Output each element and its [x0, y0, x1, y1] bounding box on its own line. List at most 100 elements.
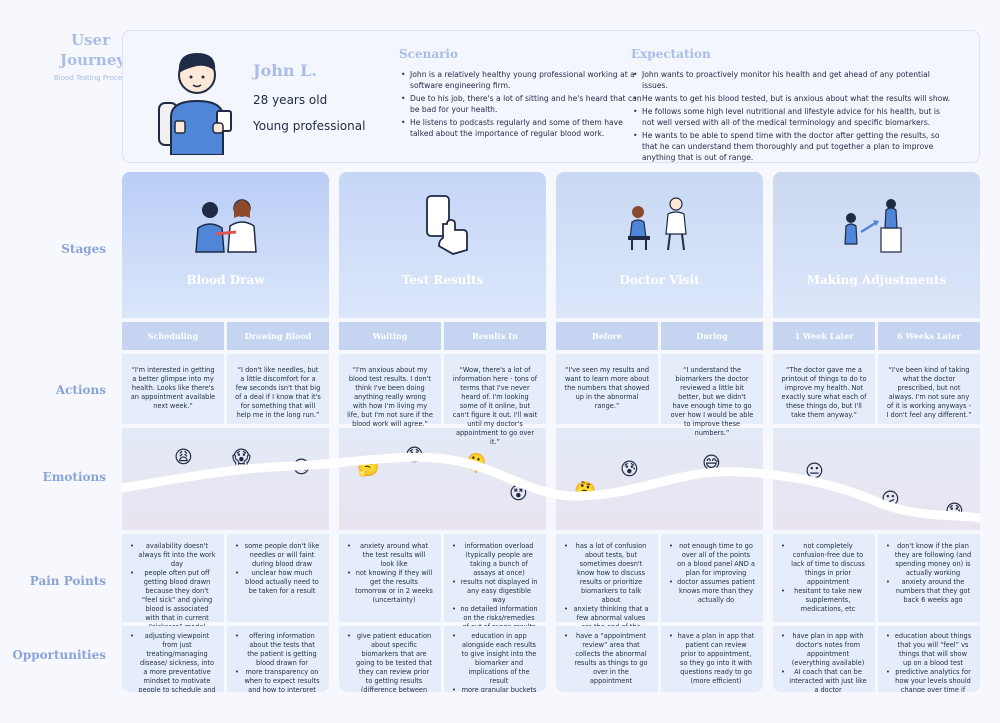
opportunity-item: give patient education about specific bi… [347, 632, 433, 692]
emotion-emoji-icon: 😵 [509, 483, 528, 504]
opportunity-item: education about things that you will “fe… [886, 632, 972, 668]
substage-label: 1 Week Later [773, 322, 875, 350]
pain-points-cell: information overload (typically people a… [444, 534, 546, 631]
opportunities-cell: give patient education about specific bi… [339, 626, 441, 692]
opportunities-cell: have a plan in app that patient can revi… [661, 626, 763, 692]
opportunity-item: adjusting viewpoint from just treating/m… [130, 632, 216, 692]
pain-point-item: not completely confusion-free due to lac… [781, 542, 867, 587]
opportunity-item: AI coach that can be interacted with jus… [781, 668, 867, 692]
emotion-emoji-icon: 🤔 [357, 457, 380, 478]
row-label-actions: Actions [55, 383, 106, 397]
pain-point-item: unclear how much blood actually need to … [235, 569, 321, 596]
expectation-item: He follows some high level nutritional a… [633, 106, 953, 128]
title-line-1: User [71, 31, 110, 49]
stage-header: Test Results [339, 172, 546, 318]
emotion-emoji-icon: 😩 [174, 447, 193, 468]
expectation-item: He wants to be able to spend time with t… [633, 130, 953, 163]
pain-point-item: not knowing if they will get the results… [347, 569, 433, 605]
expectation-item: John wants to proactively monitor his he… [633, 69, 953, 91]
phone-tap-icon [413, 194, 473, 260]
pain-point-item: hesitant to take new supplements, medica… [781, 587, 867, 614]
emotion-emoji-icon: 😅 [702, 453, 721, 474]
stage-header: Blood Draw [122, 172, 329, 318]
doctor-visit-icon [620, 194, 700, 258]
row-label-opportunities: Opportunities [12, 648, 106, 662]
emotion-emoji-icon: 😕 [881, 489, 900, 510]
emotion-emoji-icon: 🫠 [465, 453, 488, 474]
emotion-emoji-icon: 😥 [292, 457, 311, 478]
emotion-emoji-icon: 🤔 [574, 481, 597, 502]
title-line-2: Journey [60, 51, 126, 69]
progress-icon [837, 194, 917, 258]
persona-role: Young professional [253, 119, 366, 133]
scenario-item: Due to his job, there's a lot of sitting… [401, 93, 643, 115]
title-subtitle: Blood Testing Process [54, 74, 130, 82]
substage-label: Drawing Blood [227, 322, 329, 350]
blood-draw-icon [186, 194, 266, 258]
expectation-item: He wants to get his blood tested, but is… [633, 93, 953, 104]
persona-avatar-icon [158, 53, 232, 155]
pain-point-item: has a lot of confusion about tests, but … [564, 542, 650, 605]
pain-points-cell: anxiety around what the test results wil… [339, 534, 441, 622]
action-quote: “I've seen my results and want to learn … [556, 354, 658, 424]
pain-point-item: don't know if the plan they are followin… [886, 542, 972, 578]
stage-header: Making Adjustments [773, 172, 980, 318]
action-quote: “I understand the biomarkers the doctor … [661, 354, 763, 437]
journey-title: User Journey Blood Testing Process [54, 30, 129, 82]
substage-label: 6 Weeks Later [878, 322, 980, 350]
emotion-emoji-icon: 😰 [620, 459, 639, 480]
pain-point-item: anxiety around what the test results wil… [347, 542, 433, 569]
stage-title: Blood Draw [186, 273, 265, 287]
pain-point-item: results not displayed in any easy digest… [452, 578, 538, 605]
pain-points-cell: don't know if the plan they are followin… [878, 534, 980, 622]
scenario-heading: Scenario [399, 47, 458, 61]
substage-label: Results In [444, 322, 546, 350]
action-quote: “I don't like needles, but a little disc… [227, 354, 329, 424]
pain-point-item: anxiety around the numbers that they got… [886, 578, 972, 605]
persona-name: John L. [253, 61, 317, 80]
emotion-band [122, 428, 329, 530]
action-quote: “I've been kind of taking what the docto… [878, 354, 980, 424]
substage-label: Waiting [339, 322, 441, 350]
opportunity-item: predictive analytics for how your levels… [886, 668, 972, 692]
action-quote: “Wow, there's a lot of information here … [444, 354, 546, 446]
opportunity-item: education in app alongside each results … [452, 632, 538, 686]
opportunity-item: more granular buckets than in/ out of ra… [452, 686, 538, 692]
expectation-heading: Expectation [631, 47, 711, 61]
opportunity-item: have a “appointment review” area that co… [564, 632, 650, 686]
opportunity-item: have plan in app with doctor's notes fro… [781, 632, 867, 668]
action-quote: “I'm interested in getting a better glim… [122, 354, 224, 424]
substage-label: During [661, 322, 763, 350]
opportunities-cell: education in app alongside each results … [444, 626, 546, 692]
stage-title: Making Adjustments [806, 273, 947, 287]
pain-point-item: some people don't like needles or will f… [235, 542, 321, 569]
opportunities-cell: adjusting viewpoint from just treating/m… [122, 626, 224, 692]
substage-label: Before [556, 322, 658, 350]
pain-point-item: people often put off getting blood drawn… [130, 569, 216, 632]
scenario-list: John is a relatively healthy young profe… [401, 69, 643, 141]
pain-points-cell: some people don't like needles or will f… [227, 534, 329, 622]
opportunities-cell: have plan in app with doctor's notes fro… [773, 626, 875, 692]
emotion-emoji-icon: 😐 [805, 461, 824, 482]
persona-card: John L. 28 years old Young professional … [122, 30, 980, 163]
substage-label: Scheduling [122, 322, 224, 350]
stage-title: Doctor Visit [619, 273, 700, 287]
pain-point-item: information overload (typically people a… [452, 542, 538, 578]
opportunity-item: have a plan in app that patient can revi… [669, 632, 755, 686]
opportunities-cell: offering information about the tests tha… [227, 626, 329, 692]
pain-point-item: not enough time to go over all of the po… [669, 542, 755, 578]
scenario-item: He listens to podcasts regularly and som… [401, 117, 643, 139]
row-label-stages: Stages [61, 242, 106, 256]
stage-header: Doctor Visit [556, 172, 763, 318]
opportunity-item: offering information about the tests tha… [235, 632, 321, 668]
emotion-emoji-icon: 😟 [405, 445, 424, 466]
emotion-emoji-icon: 😓 [945, 501, 964, 522]
opportunities-cell: have a “appointment review” area that co… [556, 626, 658, 692]
row-label-pain-points: Pain Points [29, 574, 106, 588]
emotion-emoji-icon: 😱 [232, 447, 251, 468]
action-quote: “I'm anxious about my blood test results… [339, 354, 441, 428]
pain-points-cell: not completely confusion-free due to lac… [773, 534, 875, 622]
